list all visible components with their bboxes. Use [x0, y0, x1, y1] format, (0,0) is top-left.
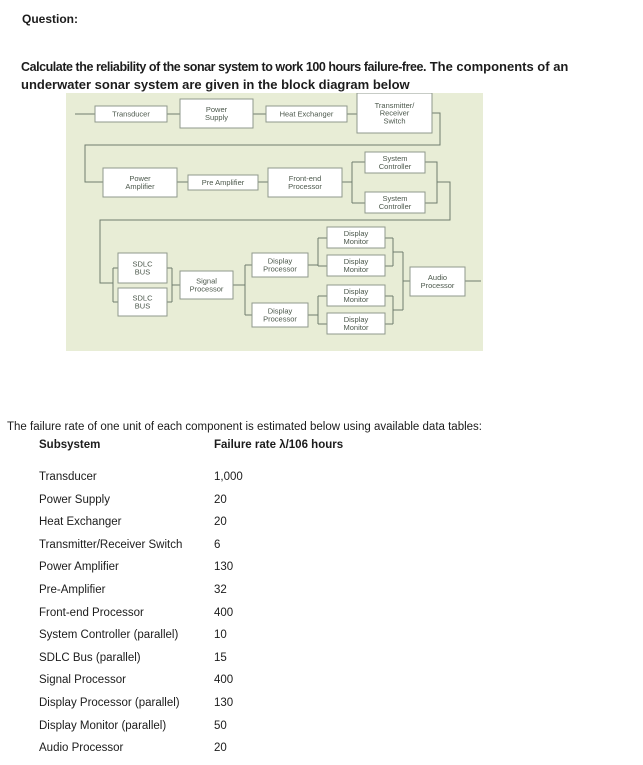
rate-cell: 15: [214, 651, 227, 664]
table-row: Front-end Processor 400: [39, 607, 459, 630]
rate-cell: 50: [214, 719, 227, 732]
intro-part-2: The components of an underwater sonar sy…: [21, 59, 569, 92]
subsystem-cell: Signal Processor: [39, 674, 126, 687]
table-row: SDLC Bus (parallel) 15: [39, 652, 459, 675]
failure-rate-table: Subsystem Failure rate λ/106 hours Trans…: [39, 439, 459, 765]
table-row: Transmitter/Receiver Switch 6: [39, 539, 459, 562]
intro-part-1: Calculate the reliability of the sonar s…: [21, 60, 427, 74]
failure-rate-caption: The failure rate of one unit of each com…: [7, 421, 482, 433]
table-row: Display Monitor (parallel) 50: [39, 720, 459, 743]
rate-cell: 400: [214, 674, 234, 687]
diagram-node-label: Transducer: [112, 110, 150, 119]
rate-cell: 10: [214, 629, 227, 642]
subsystem-cell: System Controller (parallel): [39, 629, 179, 642]
rate-cell: 130: [214, 561, 234, 574]
intro-paragraph: Calculate the reliability of the sonar s…: [21, 58, 621, 93]
rate-cell: 1,000: [214, 471, 243, 483]
rate-cell: 20: [214, 742, 227, 755]
subsystem-cell: Transducer: [39, 471, 97, 483]
rate-cell: 20: [214, 516, 227, 529]
table-row: Transducer 1,000: [39, 471, 459, 494]
rate-cell: 400: [214, 606, 234, 619]
subsystem-cell: Display Monitor (parallel): [39, 719, 167, 732]
rate-cell: 6: [214, 538, 221, 551]
header-subsystem: Subsystem: [39, 439, 101, 451]
subsystem-cell: Display Processor (parallel): [39, 696, 180, 709]
subsystem-cell: Audio Processor: [39, 742, 124, 755]
rate-cell: 20: [214, 493, 227, 506]
diagram-node-pre-amplifier: Pre Amplifier: [187, 174, 259, 191]
subsystem-cell: Heat Exchanger: [39, 516, 122, 529]
subsystem-cell: Transmitter/Receiver Switch: [39, 538, 183, 551]
subsystem-cell: Power Amplifier: [39, 561, 119, 574]
table-row: System Controller (parallel) 10: [39, 629, 459, 652]
subsystem-cell: Pre-Amplifier: [39, 583, 106, 596]
table-row: Power Supply 20: [39, 494, 459, 517]
rate-cell: 130: [214, 696, 234, 709]
table-row: Power Amplifier 130: [39, 561, 459, 584]
diagram-node-label: Pre Amplifier: [202, 178, 245, 187]
diagram-node-label: Heat Exchanger: [280, 110, 334, 119]
diagram-node-heat-exchanger: Heat Exchanger: [265, 105, 348, 123]
table-row: Heat Exchanger 20: [39, 516, 459, 539]
question-label: Question:: [22, 12, 78, 26]
table-row: Signal Processor 400: [39, 674, 459, 697]
subsystem-cell: SDLC Bus (parallel): [39, 651, 141, 664]
header-failure-rate: Failure rate λ/106 hours: [214, 439, 344, 451]
diagram-wires: [75, 112, 481, 325]
table-header-row: Subsystem Failure rate λ/106 hours: [39, 439, 459, 455]
diagram-node-transducer: Transducer: [94, 105, 168, 123]
subsystem-cell: Front-end Processor: [39, 606, 144, 619]
table-row: Pre-Amplifier 32: [39, 584, 459, 607]
rate-cell: 32: [214, 583, 227, 596]
subsystem-cell: Power Supply: [39, 493, 110, 506]
table-row: Display Processor (parallel) 130: [39, 697, 459, 720]
table-row: Audio Processor 20: [39, 742, 459, 765]
